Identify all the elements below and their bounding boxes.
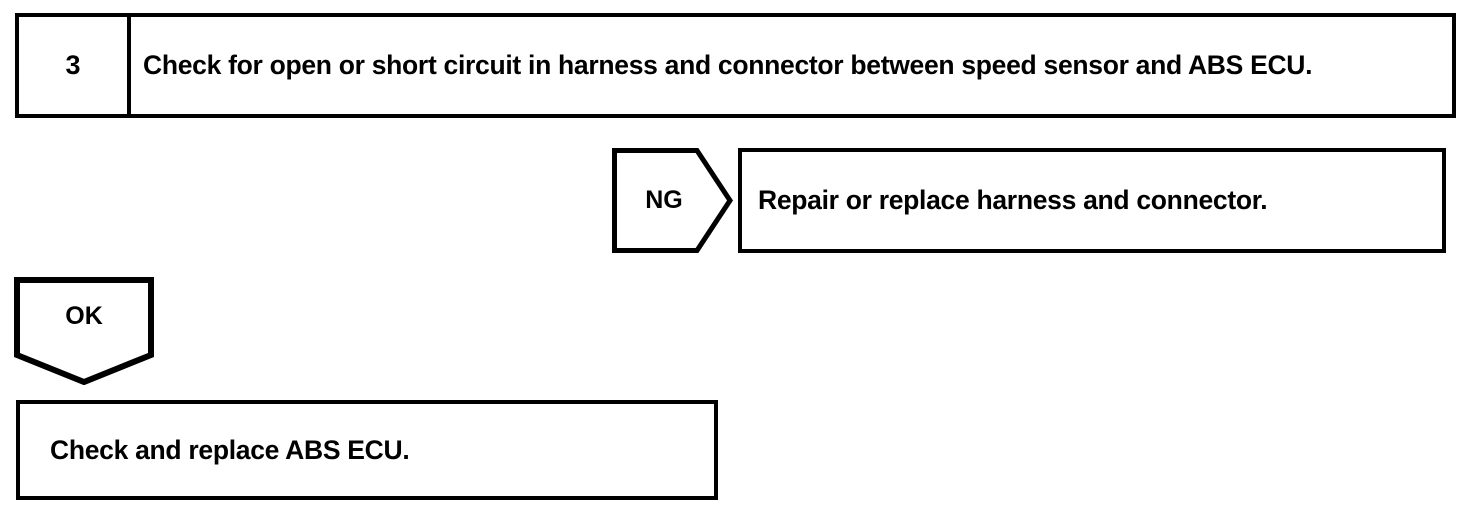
ok-result-text: Check and replace ABS ECU. [50, 434, 410, 465]
ng-result-box: Repair or replace harness and connector. [738, 148, 1446, 253]
step-instruction-cell: Check for open or short circuit in harne… [131, 17, 1452, 114]
step-number: 3 [65, 50, 81, 80]
ng-pentagon-path [612, 148, 733, 253]
ok-pentagon-path [14, 277, 154, 385]
ng-result-text: Repair or replace harness and connector. [758, 185, 1268, 215]
step-box: 3 Check for open or short circuit in har… [15, 13, 1456, 118]
step-number-cell: 3 [19, 17, 131, 114]
ok-arrow-shape [14, 277, 154, 385]
ok-result-box: Check and replace ABS ECU. [16, 400, 718, 500]
ng-arrow-shape [612, 148, 733, 253]
step-instruction-text: Check for open or short circuit in harne… [143, 49, 1313, 80]
